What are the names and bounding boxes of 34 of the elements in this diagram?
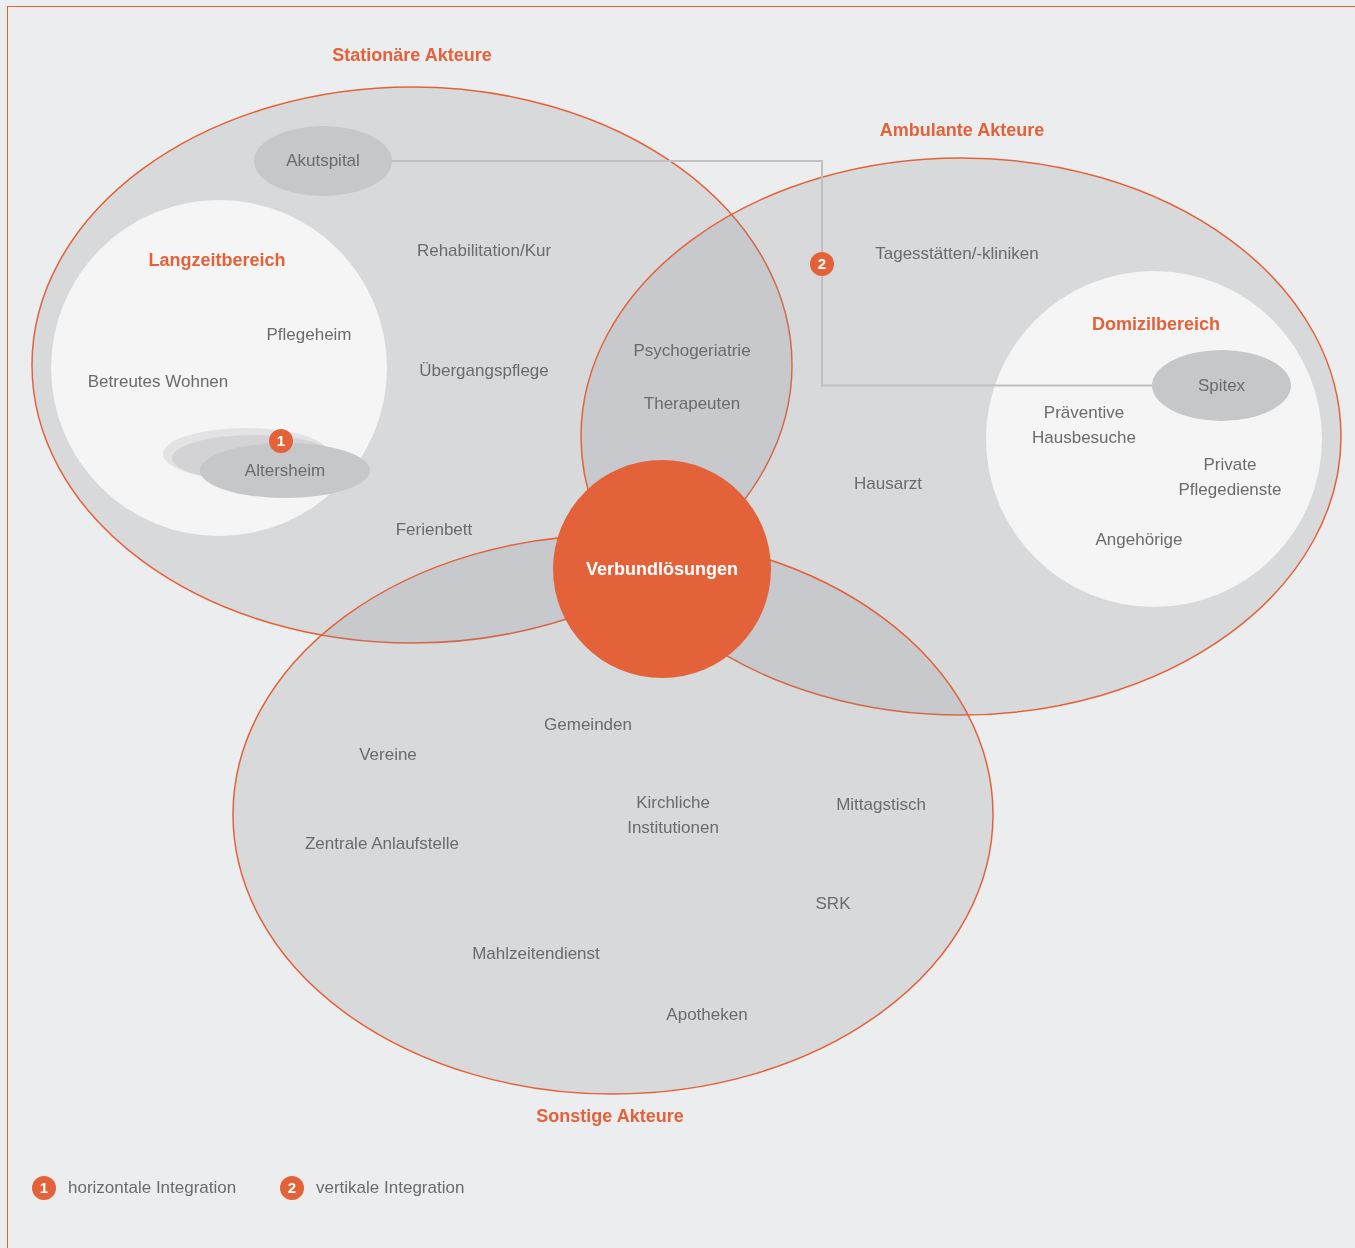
actor-label: SRK	[815, 892, 851, 915]
actor-label: Pflegeheim	[266, 323, 352, 346]
actor-label: Vereine	[359, 743, 417, 766]
actor-label: Apotheken	[666, 1003, 748, 1026]
actor-label: Betreutes Wohnen	[87, 370, 229, 393]
number-badge: 2	[280, 1176, 304, 1200]
area-heading: Sonstige Akteure	[536, 1104, 684, 1128]
area-heading: Ambulante Akteure	[879, 118, 1045, 142]
actor-label: Mahlzeitendienst	[472, 942, 600, 965]
actor-label: Private Pflegedienste	[1177, 454, 1283, 501]
number-badge: 2	[810, 252, 834, 276]
connector-line	[391, 160, 823, 253]
actor-label: Angehörige	[1095, 528, 1183, 551]
actor-label: Präventive Hausbesuche	[1031, 402, 1137, 449]
actor-label: Ferienbett	[395, 518, 473, 541]
badge-caption: horizontale Integration	[68, 1177, 237, 1199]
number-badge: 1	[32, 1176, 56, 1200]
actor-label: Psychogeriatrie	[633, 340, 751, 363]
area-heading: Langzeitbereich	[148, 248, 286, 272]
institution-ellipse: Akutspital	[254, 126, 392, 196]
actor-label: Kirchliche Institutionen	[626, 792, 720, 839]
actor-label: Tagesstätten/-kliniken	[875, 242, 1039, 265]
institution-ellipse: Spitex	[1152, 350, 1291, 421]
actor-label: Hausarzt	[854, 472, 922, 495]
actor-label: Mittagstisch	[836, 793, 926, 816]
actor-label: Rehabilitation/Kur	[416, 239, 552, 262]
area-heading: Stationäre Akteure	[332, 43, 492, 67]
actor-label: Gemeinden	[544, 713, 632, 736]
actor-label: Übergangspflege	[419, 359, 549, 382]
actor-label: Therapeuten	[643, 393, 741, 416]
actor-label: Zentrale Anlaufstelle	[305, 832, 459, 855]
connector-line	[821, 275, 1153, 387]
badge-caption: vertikale Integration	[316, 1177, 465, 1199]
area-heading: Domizilbereich	[1092, 312, 1220, 336]
